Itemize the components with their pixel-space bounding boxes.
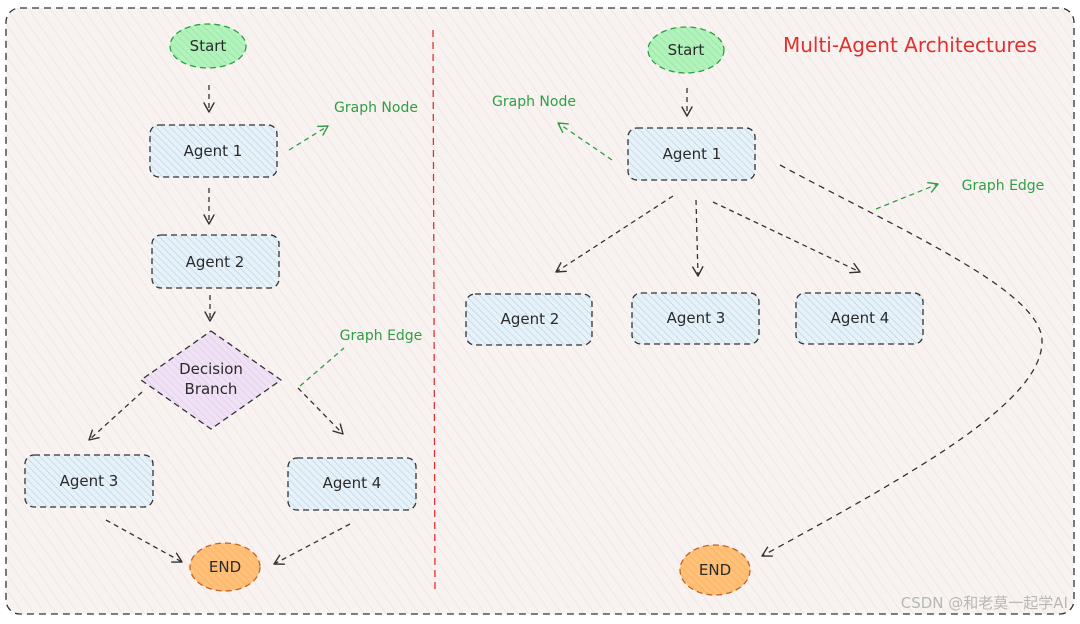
left-end-node: END [189,542,261,592]
node-annotation-arrow [288,125,329,151]
outer-frame [5,7,1075,615]
right-agent-2-label: Agent 2 [501,310,560,328]
right-graph-edge-annotation: Graph Edge [962,178,1045,194]
right-graph-node-annotation: Graph Node [492,94,576,110]
left-start-label: Start [190,37,227,55]
edge-right-agent-1-to-end [761,164,1043,557]
left-agent-3-node: Agent 3 [24,454,154,508]
left-agent-2-label: Agent 2 [186,253,245,271]
left-agent-3-label: Agent 3 [60,472,119,490]
decision-label-line-2: Branch [185,380,238,398]
right-diagram: Start Agent 1 Agent 2 Agent 3 [465,26,1045,596]
right-agent-4-node: Agent 4 [795,292,924,345]
decision-label-line-1: Decision [179,360,243,378]
left-end-label: END [209,558,241,576]
right-end-label: END [699,561,731,579]
right-agent-1-label: Agent 1 [663,145,722,163]
left-decision-node: Decision Branch [140,330,282,430]
diagram-title: Multi-Agent Architectures [783,33,1037,57]
right-start-label: Start [668,41,705,59]
left-diagram: Start Agent 1 Agent 2 Decision Branch [24,23,423,592]
right-agent-2-node: Agent 2 [465,293,593,346]
edge-decision-to-agent-3 [88,391,143,441]
left-agent-4-label: Agent 4 [323,474,382,492]
right-start-node: Start [647,26,725,74]
left-agent-4-node: Agent 4 [287,457,417,511]
left-graph-node-annotation: Graph Node [334,100,418,116]
right-agent-3-node: Agent 3 [631,292,760,345]
right-agent-4-label: Agent 4 [831,309,890,327]
edge-right-agent-1-to-agent-4 [712,201,861,274]
right-node-annotation-arrow [557,122,613,161]
right-agent-3-label: Agent 3 [667,309,726,327]
right-edge-annotation-arrow [875,182,939,210]
left-agent-2-node: Agent 2 [151,234,280,289]
right-agent-1-node: Agent 1 [627,127,756,181]
edge-decision-to-agent-4 [297,387,344,435]
left-graph-edge-annotation: Graph Edge [340,328,423,344]
left-start-node: Start [169,23,247,69]
right-end-node: END [679,544,751,596]
edge-annotation-arrow [299,347,345,387]
section-divider [432,29,436,593]
watermark-text: CSDN @和老莫一起学AI [901,594,1068,612]
edge-right-agent-1-to-agent-3 [692,199,704,277]
edge-agent-3-to-end [105,519,183,563]
left-agent-1-label: Agent 1 [184,142,243,160]
left-agent-1-node: Agent 1 [149,124,278,178]
